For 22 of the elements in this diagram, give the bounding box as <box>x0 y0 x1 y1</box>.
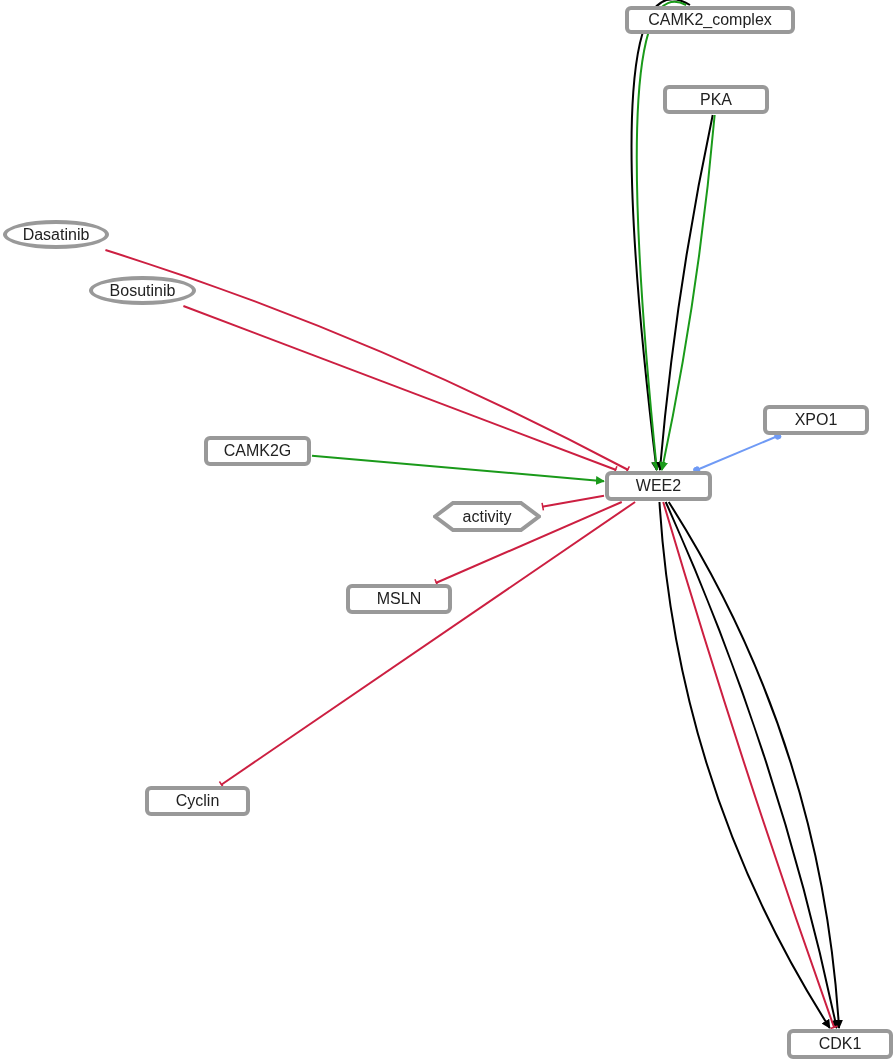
hexagon-node <box>433 501 541 532</box>
rounded-box <box>763 405 869 435</box>
rounded-box <box>346 584 452 614</box>
rounded-box <box>204 436 311 466</box>
node-label: Dasatinib <box>22 225 90 244</box>
node-label: CAMK2G <box>223 442 292 460</box>
arrow <box>311 454 605 485</box>
rounded-box <box>625 6 795 34</box>
node-label: activity <box>462 507 512 526</box>
node-label: MSLN <box>376 590 422 608</box>
node-label: PKA <box>700 90 732 109</box>
node-label: Cyclin <box>175 792 220 810</box>
rounded-box <box>663 85 769 114</box>
node-label: CAMK2_complex <box>648 11 772 29</box>
rounded-box <box>605 471 712 501</box>
rounded-box <box>145 786 250 816</box>
ellipse-node <box>89 276 196 305</box>
node-label: XPO1 <box>794 411 838 429</box>
node-label: CDK1 <box>818 1035 862 1053</box>
node-label: WEE2 <box>635 477 682 495</box>
rounded-box <box>787 1029 893 1059</box>
node-label: Bosutinib <box>109 281 176 300</box>
